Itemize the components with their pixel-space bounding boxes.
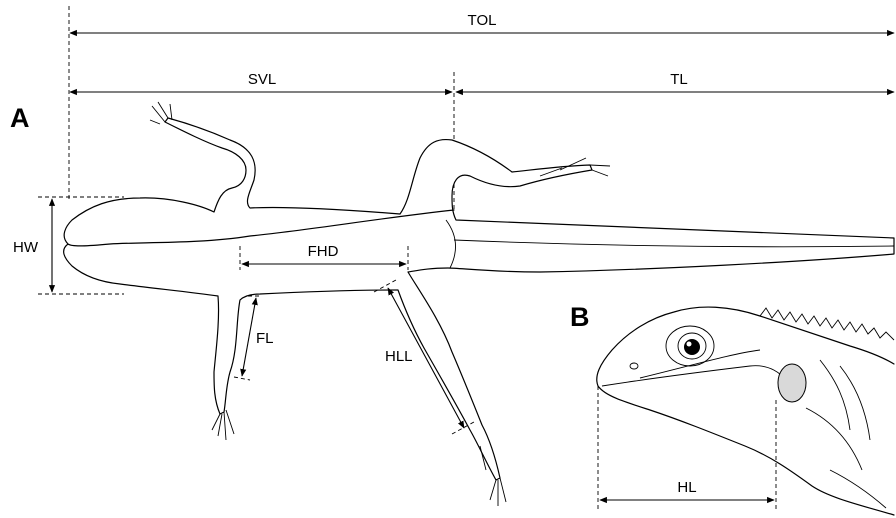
hw-label: HW	[13, 239, 39, 256]
tympanum	[778, 364, 806, 402]
hll-label: HLL	[385, 348, 413, 365]
fl-bottom-reference	[234, 377, 250, 380]
panel-label-b: B	[570, 302, 590, 332]
hl-label: HL	[677, 479, 696, 496]
fl-label: FL	[256, 330, 274, 347]
tol-label: TOL	[468, 12, 497, 29]
eye-pupil	[684, 339, 700, 355]
panel-label-a: A	[10, 103, 30, 133]
fl-arrow	[242, 298, 256, 376]
fhd-label: FHD	[308, 243, 339, 260]
lizard-head-side-view	[597, 307, 894, 515]
svl-label: SVL	[248, 71, 276, 88]
tl-label: TL	[670, 71, 688, 88]
